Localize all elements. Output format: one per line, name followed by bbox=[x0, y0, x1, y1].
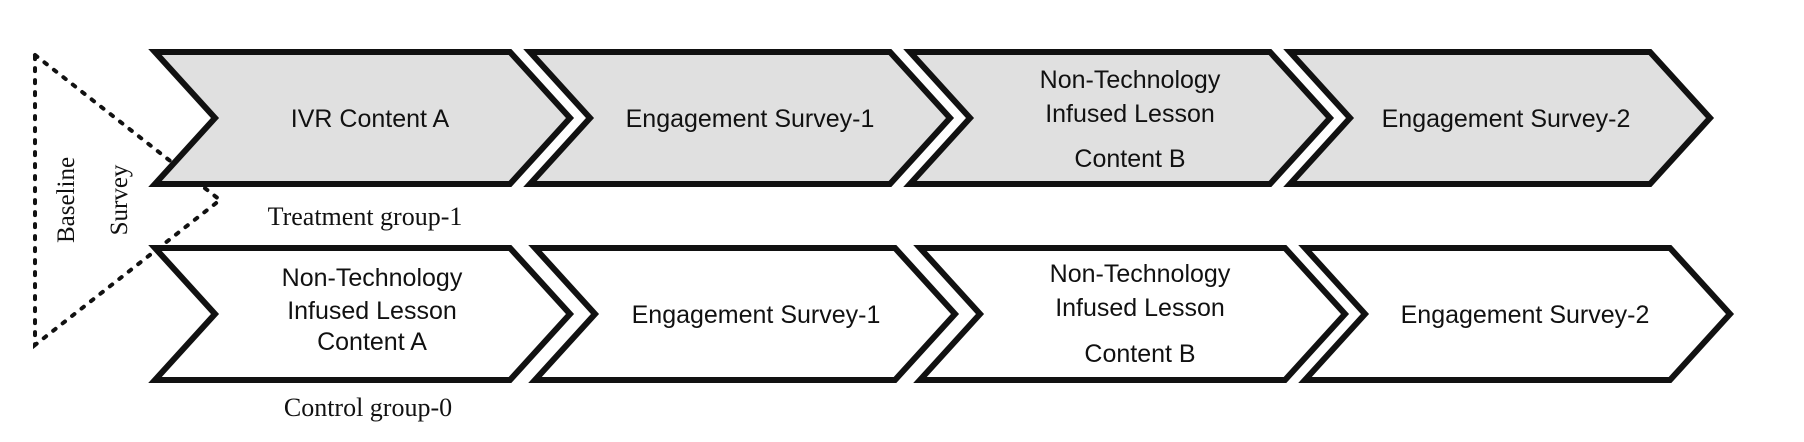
control-step-2-chevron bbox=[528, 245, 960, 383]
control-step-2-label: Engagement Survey-1 bbox=[632, 301, 881, 329]
control-row: Non-Technology Infused Lesson Content A … bbox=[148, 245, 1735, 422]
baseline-label-line-1: Baseline bbox=[53, 157, 80, 243]
treatment-step-4-chevron bbox=[1283, 49, 1715, 187]
control-step-3-chevron bbox=[913, 245, 1350, 383]
treatment-step-2-label: Engagement Survey-1 bbox=[626, 105, 875, 133]
treatment-step-3-chevron bbox=[903, 49, 1335, 187]
treatment-step-1-label: IVR Content A bbox=[291, 105, 450, 133]
control-step-1-line-3: Content A bbox=[317, 328, 427, 356]
control-step-4-label: Engagement Survey-2 bbox=[1401, 301, 1650, 329]
treatment-step-2-line-1: Engagement Survey-1 bbox=[626, 105, 875, 133]
control-step-2-line-1: Engagement Survey-1 bbox=[632, 301, 881, 329]
baseline-survey: Baseline Survey bbox=[33, 50, 224, 350]
treatment-step-3-line-1: Non-Technology bbox=[1040, 66, 1221, 94]
control-step-3-line-2: Infused Lesson bbox=[1055, 294, 1225, 322]
control-step-1-chevron bbox=[148, 245, 575, 383]
treatment-row: IVR Content A Engagement Survey-1 Non-Te… bbox=[148, 49, 1715, 231]
control-step-3-line-3: Content B bbox=[1084, 340, 1195, 368]
treatment-step-1-line-1: IVR Content A bbox=[291, 105, 450, 133]
control-step-3-label: Non-Technology Infused Lesson Content B bbox=[1050, 260, 1231, 368]
control-step-3-line-1: Non-Technology bbox=[1050, 260, 1231, 288]
control-step-1-label: Non-Technology Infused Lesson Content A bbox=[282, 264, 463, 356]
control-step-1-line-2: Infused Lesson bbox=[287, 297, 457, 325]
treatment-step-4-label: Engagement Survey-2 bbox=[1382, 105, 1631, 133]
treatment-group-label: Treatment group-1 bbox=[268, 202, 463, 231]
treatment-step-3-label: Non-Technology Infused Lesson Content B bbox=[1040, 66, 1221, 173]
baseline-label-line-2: Survey bbox=[106, 164, 133, 235]
control-step-1-line-1: Non-Technology bbox=[282, 264, 463, 292]
control-step-4-chevron bbox=[1298, 245, 1735, 383]
treatment-step-1-chevron bbox=[148, 49, 575, 187]
baseline-triangle bbox=[33, 50, 224, 350]
treatment-step-2-chevron bbox=[523, 49, 955, 187]
treatment-step-3-line-3: Content B bbox=[1074, 145, 1185, 173]
control-step-4-line-1: Engagement Survey-2 bbox=[1401, 301, 1650, 329]
control-group-label: Control group-0 bbox=[284, 393, 452, 422]
treatment-step-3-line-2: Infused Lesson bbox=[1045, 100, 1215, 128]
treatment-step-4-line-1: Engagement Survey-2 bbox=[1382, 105, 1631, 133]
